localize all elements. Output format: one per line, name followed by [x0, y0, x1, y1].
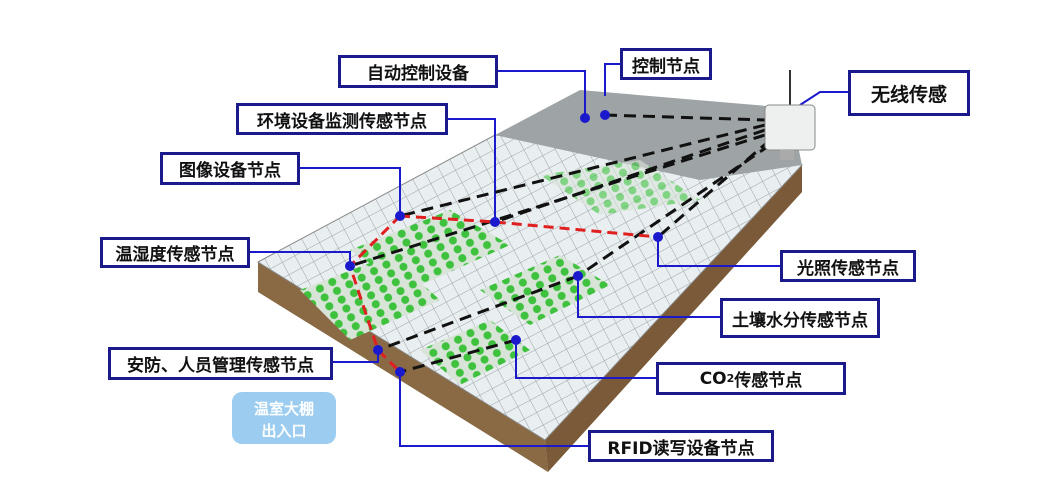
- entrance-line1: 温室大棚: [253, 400, 314, 418]
- entrance-line2: 出入口: [261, 422, 307, 440]
- co2-subscript: 2: [726, 372, 735, 385]
- plant-bed: [300, 255, 440, 340]
- leader-lines: [250, 63, 848, 447]
- label-light: 光照传感节点: [780, 250, 916, 282]
- wireless-links: [349, 113, 771, 374]
- wired-links: [348, 214, 659, 374]
- greenhouse-right-side: [545, 165, 802, 472]
- co2-prefix: CO: [699, 368, 727, 389]
- label-temp-humidity: 温湿度传感节点: [100, 237, 250, 268]
- sensor-nodes: [345, 110, 663, 377]
- label-rfid: RFID读写设备节点: [588, 430, 774, 462]
- label-auto-control: 自动控制设备: [338, 55, 498, 88]
- label-control-node: 控制节点: [620, 48, 712, 80]
- label-soil: 土壤水分传感节点: [720, 298, 880, 338]
- gray-roof: [495, 90, 802, 180]
- label-security: 安防、人员管理传感节点: [108, 347, 333, 380]
- entrance-callout: 温室大棚 出入口: [232, 392, 336, 444]
- label-wireless: 无线传感: [848, 70, 970, 116]
- wireless-device-icon: [764, 70, 816, 160]
- label-env-monitor: 环境设备监测传感节点: [236, 103, 448, 135]
- plant-bed: [540, 160, 700, 215]
- label-image-node: 图像设备节点: [160, 152, 300, 185]
- co2-suffix: 传感节点: [734, 371, 803, 391]
